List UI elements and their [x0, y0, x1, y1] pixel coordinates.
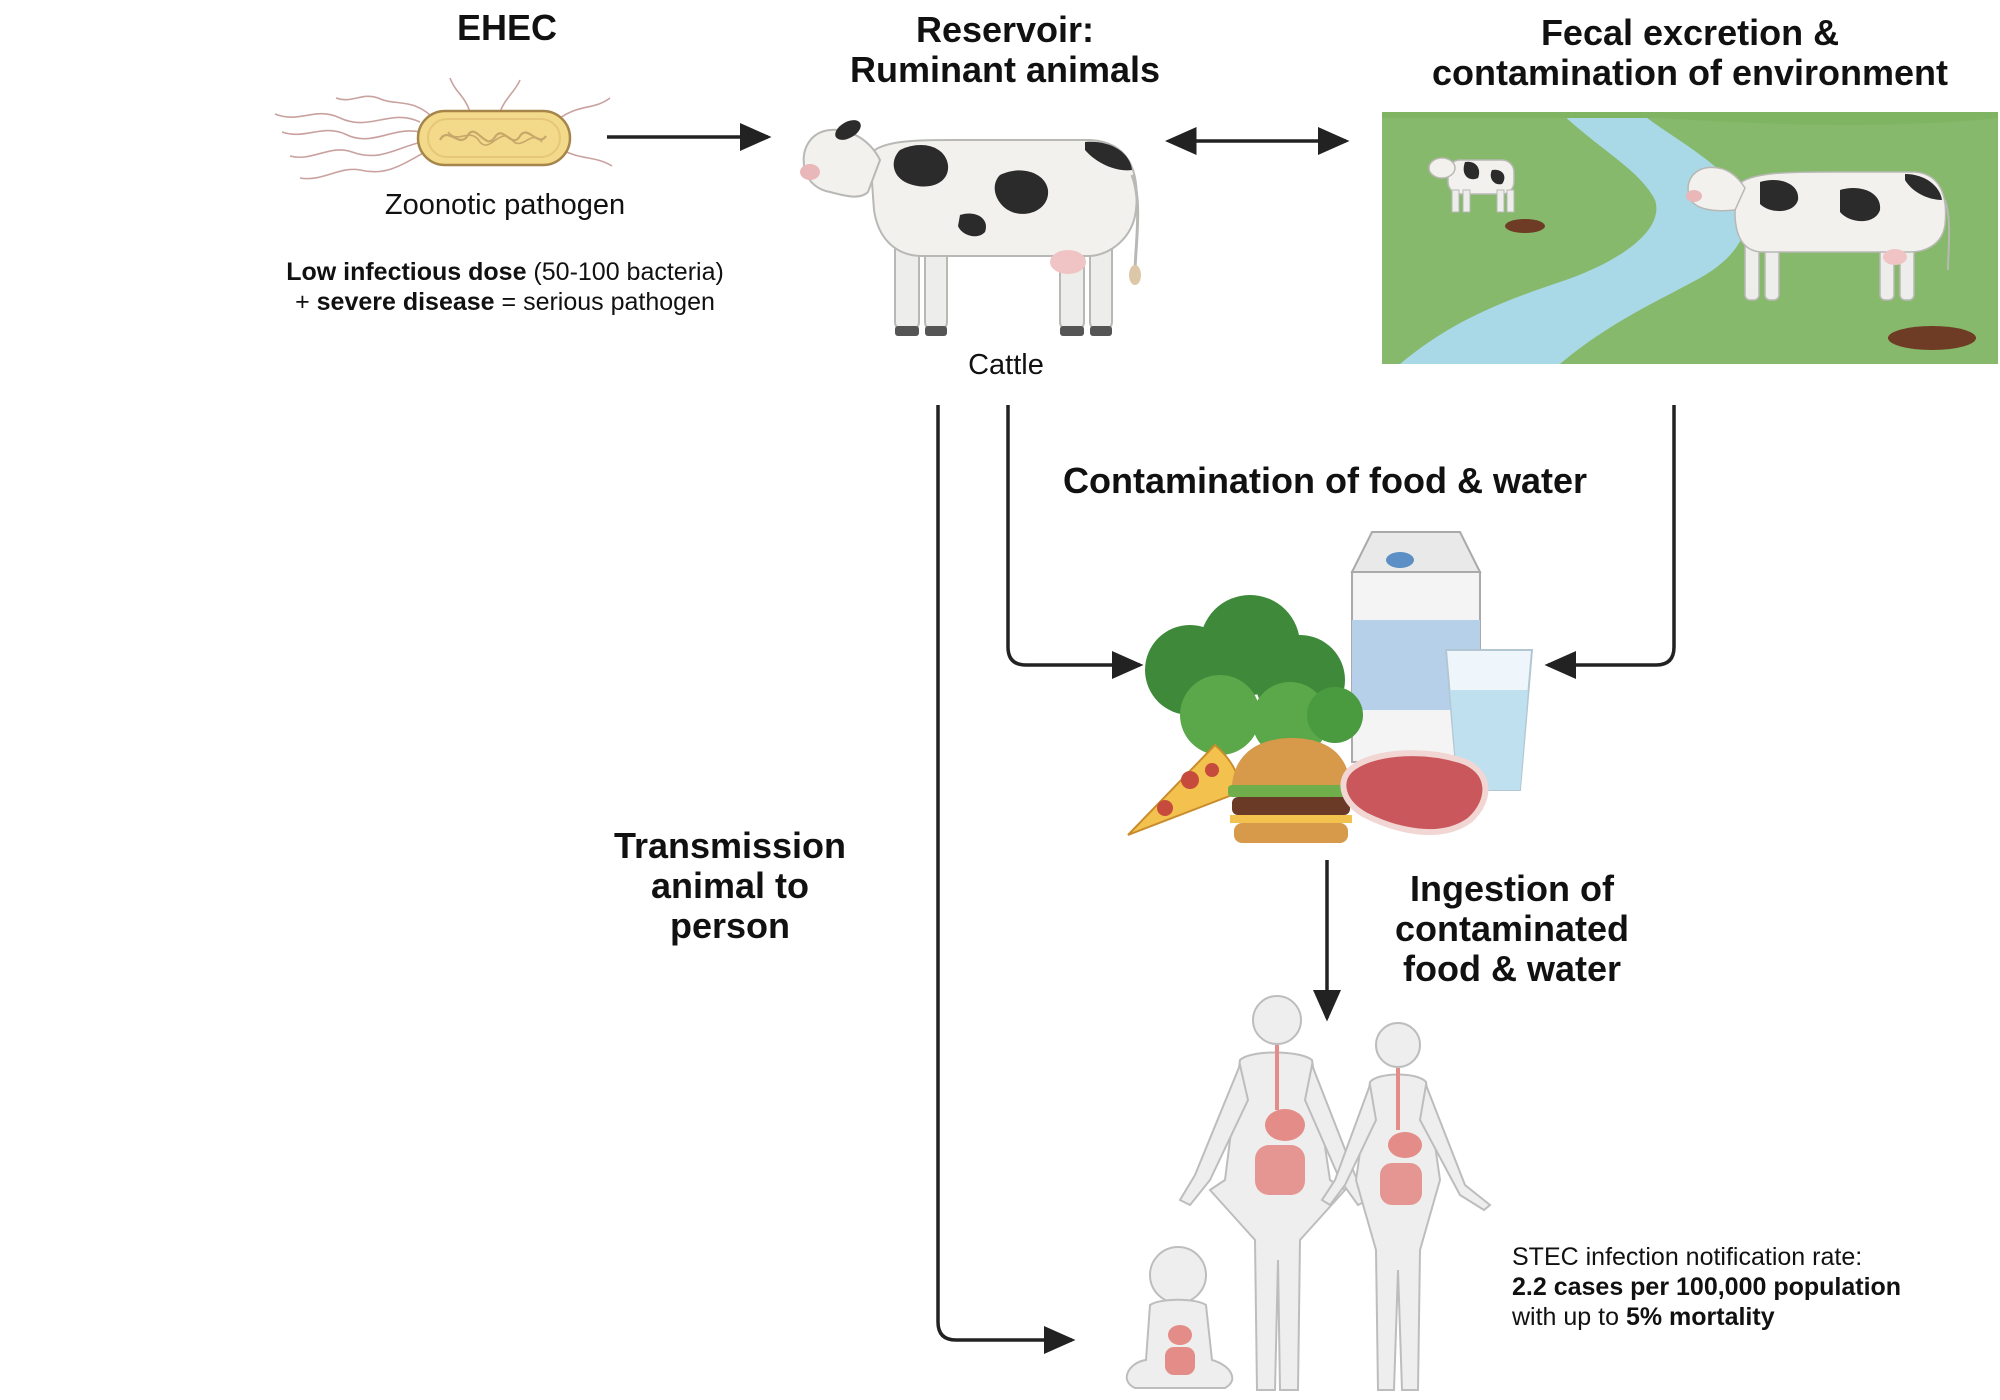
stats-line3-prefix: with up to: [1512, 1303, 1626, 1331]
transmission-label: Transmission animal to person: [580, 826, 880, 946]
steak: [1340, 750, 1489, 836]
dose-rest: (50-100 bacteria): [526, 258, 724, 286]
pizza-slice: [1127, 743, 1242, 836]
stats-line1: STEC infection notification rate:: [1512, 1243, 1863, 1271]
arrow-cattle-to-food: [1006, 405, 1144, 679]
child-intestines: [1165, 1347, 1195, 1375]
reservoir-title-line2: Ruminant animals: [849, 49, 1161, 90]
stats-line2: 2.2 cases per 100,000 population: [1512, 1273, 1902, 1301]
contamination-title: Contamination of food & water: [1063, 460, 1587, 501]
ingestion-line2: contaminated: [1394, 908, 1630, 949]
severity-prefix: +: [295, 288, 317, 316]
cow-hooves: [895, 326, 1112, 336]
man-intestines: [1255, 1145, 1305, 1195]
environment-title-line2: contamination of environment: [1431, 52, 1949, 93]
small-cow: [1428, 157, 1515, 213]
severity-rest: = serious pathogen: [494, 288, 715, 316]
large-cow: [1686, 166, 1951, 301]
environment-title: Fecal excretion & contamination of envir…: [1380, 13, 2000, 93]
transmission-line2: animal to: [650, 865, 810, 906]
flagella: [274, 77, 613, 180]
water-glass: [1444, 649, 1534, 791]
environment-title-line1: Fecal excretion &: [1540, 12, 1840, 53]
cow-udder: [1050, 250, 1086, 274]
transmission-line1: Transmission: [613, 825, 847, 866]
cattle-label: Cattle: [968, 349, 1044, 381]
severity-bold: severe disease: [316, 288, 495, 316]
transmission-line3: person: [669, 905, 791, 946]
ingestion-line3: food & water: [1402, 948, 1621, 989]
manure-small: [1505, 219, 1545, 233]
ehec-dose-note: Low infectious dose (50-100 bacteria) + …: [230, 257, 780, 317]
ehec-subtitle: Zoonotic pathogen: [384, 189, 626, 221]
cow-tail: [1130, 174, 1140, 271]
lettuce: [1145, 595, 1363, 758]
ingestion-label: Ingestion of contaminated food & water: [1362, 869, 1662, 989]
manure-large: [1888, 326, 1976, 350]
woman-intestines: [1380, 1163, 1422, 1205]
ehec-title: EHEC: [456, 7, 558, 48]
bacterium-dna: [439, 130, 547, 143]
child-stomach: [1168, 1325, 1192, 1345]
arrow-environment-to-food: [1544, 405, 1676, 679]
reservoir-title: Reservoir: Ruminant animals: [805, 10, 1205, 90]
reservoir-title-line1: Reservoir:: [915, 9, 1095, 50]
ingestion-line1: Ingestion of: [1410, 868, 1614, 909]
stec-stats: STEC infection notification rate: 2.2 ca…: [1512, 1242, 1992, 1332]
cow-nose: [800, 164, 820, 180]
dose-bold: Low infectious dose: [286, 258, 527, 286]
woman-stomach: [1388, 1132, 1422, 1158]
woman-figure: [1320, 1022, 1492, 1391]
river: [1400, 112, 1747, 364]
cow-legs: [894, 234, 1113, 331]
man-stomach: [1265, 1109, 1305, 1141]
burger: [1228, 738, 1352, 843]
cow-spots: [893, 141, 1132, 237]
stats-line3-bold: 5% mortality: [1625, 1303, 1775, 1331]
arrow-animal-to-person: [936, 405, 1076, 1354]
